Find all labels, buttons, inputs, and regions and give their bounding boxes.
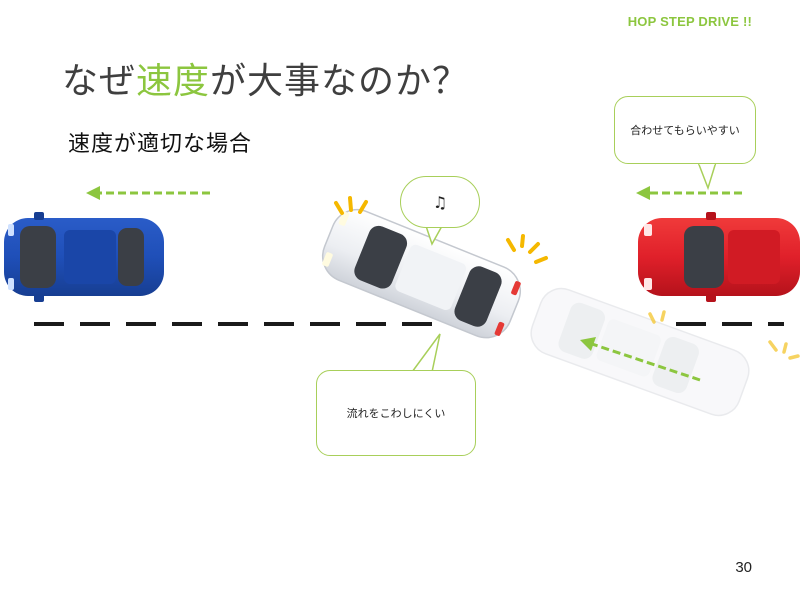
bubble-tail-top-right: [696, 161, 718, 191]
title-accent: 速度: [136, 61, 211, 102]
title-suffix: が大事なのか？: [210, 61, 470, 102]
merge-direction-arrow: [580, 337, 701, 382]
page-title: なぜ速度が大事なのか？: [62, 52, 469, 104]
title-prefix: なぜ: [62, 61, 137, 102]
speech-bubble-easy-to-match: 合わせてもらいやすい: [614, 96, 756, 164]
blue-car: [4, 212, 164, 302]
bubble-tail-middle: [410, 333, 441, 374]
page-number: 30: [735, 559, 752, 576]
blinker-burst-ghost: [648, 310, 800, 360]
blue-car-direction-arrow: [86, 186, 210, 200]
speech-bubble-music: ♫: [400, 176, 480, 228]
music-note-icon: ♫: [432, 192, 448, 212]
red-car-direction-arrow: [636, 186, 742, 200]
red-car: [638, 212, 800, 302]
speech-bubble-text: 流れをこわしにくい: [346, 407, 446, 420]
subtitle: 速度が適切な場合: [68, 132, 253, 157]
speech-bubble-flow: 流れをこわしにくい: [316, 370, 476, 456]
blinker-burst-rear: [506, 234, 548, 264]
white-merging-car: [321, 209, 521, 339]
blinker-burst-front: [334, 196, 368, 215]
ghost-merging-car: [530, 287, 750, 417]
brand-logo-text: HOP STEP DRIVE !!: [627, 14, 752, 29]
speech-bubble-text: 合わせてもらいやすい: [630, 124, 740, 137]
